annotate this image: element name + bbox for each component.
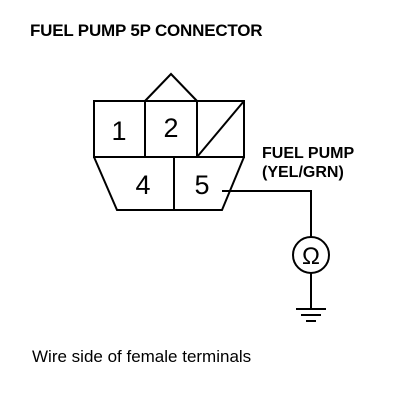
- terminal-5-label: 5: [194, 170, 209, 200]
- blocked-cavity-slash: [196, 100, 245, 158]
- diagram-title: FUEL PUMP 5P CONNECTOR: [30, 21, 263, 40]
- terminal-4-label: 4: [135, 170, 150, 200]
- connector-lower-row: [93, 156, 245, 211]
- test-lead-wire: [222, 190, 312, 237]
- diagram-caption: Wire side of female terminals: [32, 347, 252, 366]
- connector-upper-row: [93, 100, 245, 158]
- connector-key-tab: [144, 72, 198, 102]
- terminal-1-label: 1: [111, 116, 126, 146]
- terminal-2-label: 2: [163, 113, 178, 143]
- ohm-icon: Ω: [302, 243, 320, 270]
- callout-fuel-pump: FUEL PUMP: [262, 145, 355, 162]
- callout-wire-color: (YEL/GRN): [262, 164, 344, 181]
